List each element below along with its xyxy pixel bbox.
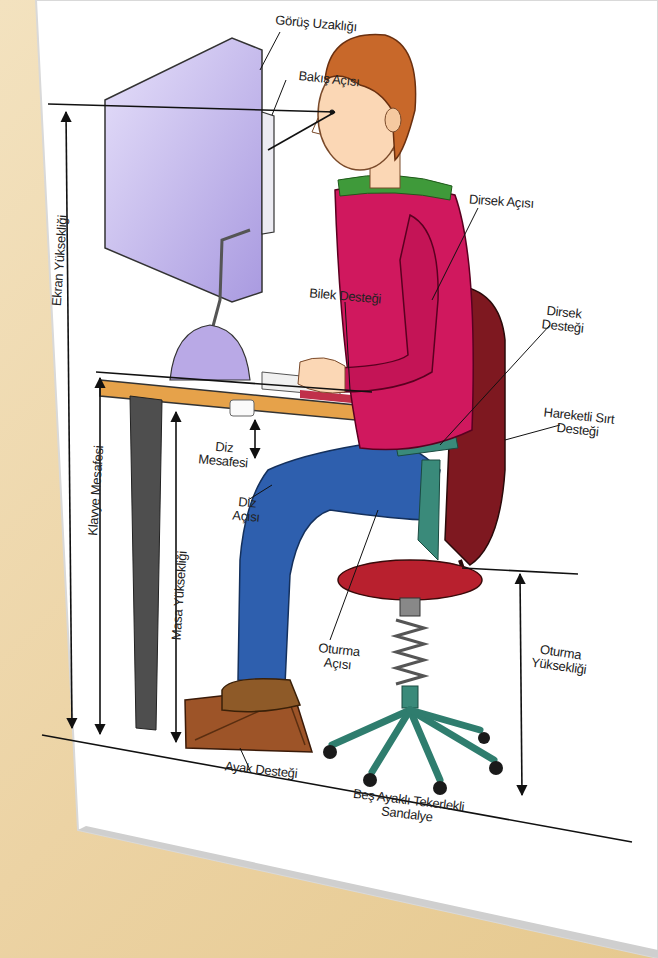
viewing-angle: Bakış Açısı bbox=[289, 68, 370, 90]
ear bbox=[385, 108, 401, 132]
viewing-distance: Görüş Uzaklığı bbox=[261, 12, 372, 36]
hair bbox=[325, 35, 416, 160]
monitor-base bbox=[170, 325, 250, 380]
knee-clearance: Diz Mesafesi bbox=[194, 438, 254, 471]
back-support: Hareketli Sırt Desteği bbox=[537, 405, 619, 441]
monitor bbox=[105, 38, 262, 302]
desk-leg bbox=[130, 396, 162, 730]
keyboard-height: Klavye Mesafesi bbox=[85, 430, 107, 551]
knee-angle: Diz Açısı bbox=[226, 494, 268, 525]
monitor-bezel bbox=[262, 112, 274, 234]
monitor-arm bbox=[212, 230, 250, 330]
elbow-angle: Dirsek Açısı bbox=[461, 192, 542, 212]
chair-base bbox=[332, 710, 494, 780]
spring bbox=[396, 620, 424, 684]
shirt bbox=[335, 185, 473, 449]
elbow-support: Dirsek Desteği bbox=[527, 302, 600, 337]
armrest-post bbox=[418, 460, 440, 560]
shoe bbox=[222, 679, 300, 712]
chair-seat bbox=[338, 560, 482, 600]
desk-height: Masa Yüksekliği bbox=[168, 530, 191, 661]
wheels bbox=[323, 732, 503, 795]
seat-height: Oturma Yüksekliği bbox=[518, 640, 601, 679]
card-shadow bbox=[78, 826, 658, 958]
card bbox=[36, 0, 658, 958]
seat-angle: Oturma Açısı bbox=[307, 640, 370, 674]
dimension-arrows bbox=[66, 112, 522, 795]
chair-column bbox=[402, 686, 418, 708]
leader-lines bbox=[240, 32, 560, 770]
gas-lift bbox=[400, 598, 420, 616]
guide-lines bbox=[42, 104, 632, 842]
foot-support: Ayak Desteği bbox=[211, 758, 312, 782]
chair-label: Beş Ayaklı Tekerlekli Sandalye bbox=[337, 785, 479, 830]
wrist-support: Bilek Desteği bbox=[295, 285, 396, 308]
screen-height: Ekran Yüksekliği bbox=[48, 190, 72, 331]
desk-clip bbox=[230, 400, 254, 416]
